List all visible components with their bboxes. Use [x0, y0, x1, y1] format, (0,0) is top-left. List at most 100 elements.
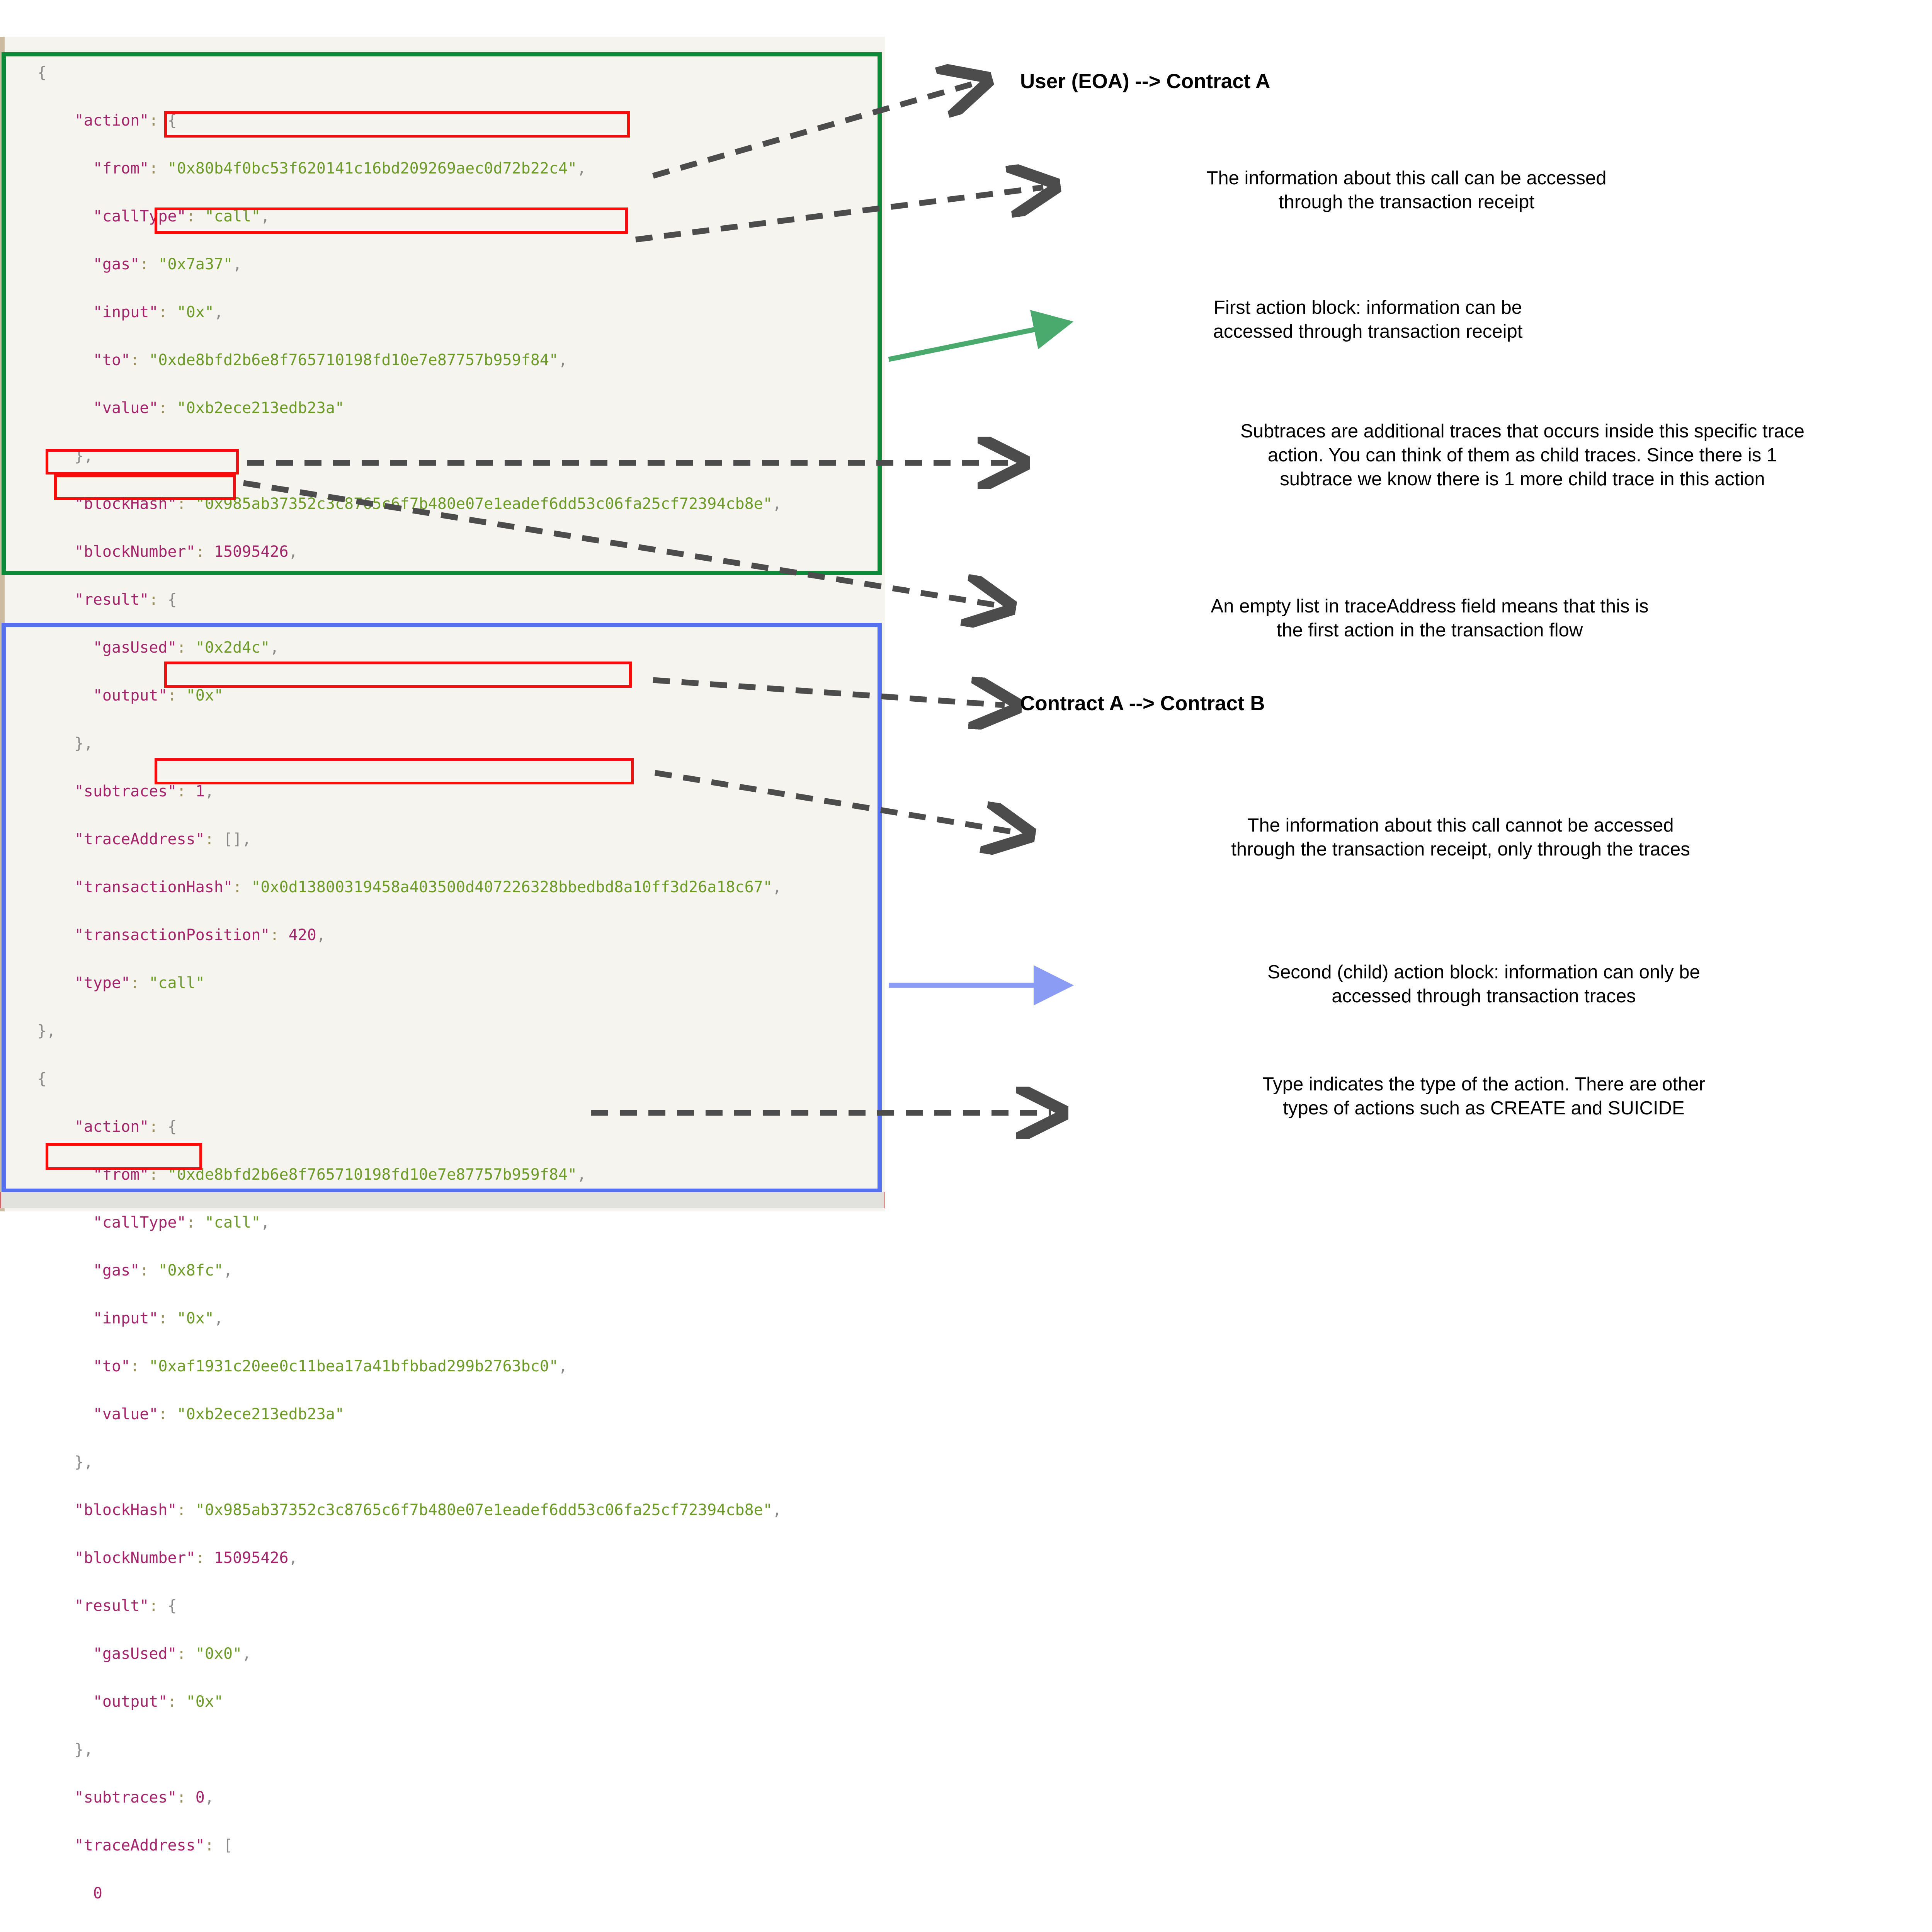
code-line: "type": "call"	[74, 974, 205, 992]
value-subtraces-2: 0	[195, 1789, 205, 1806]
code-line: "subtraces": 0,	[74, 1789, 214, 1806]
key-result-2: "result"	[74, 1597, 149, 1615]
code-line: "input": "0x",	[93, 303, 223, 321]
value-gasUsed-2: "0x0"	[195, 1645, 242, 1663]
arrow-no-receipt-note	[654, 770, 1018, 833]
value-callType-2: "call"	[204, 1214, 261, 1231]
code-line: "from": "0x80b4f0bc53f620141c16bd209269a…	[93, 160, 587, 177]
note-first-action-block: First action block: information can be a…	[1059, 296, 1677, 344]
note-no-receipt-line1: The information about this call cannot b…	[1247, 815, 1674, 836]
key-from: "from"	[93, 160, 149, 177]
key-output-2: "output"	[93, 1693, 168, 1711]
key-gasUsed-2: "gasUsed"	[93, 1645, 177, 1663]
code-line: "callType": "call",	[93, 207, 270, 225]
note-subtraces-line2: action. You can think of them as child t…	[1267, 445, 1777, 466]
note-subtraces: Subtraces are additional traces that occ…	[981, 419, 1932, 491]
value-output: "0x"	[186, 687, 223, 704]
code-line: },	[0, 1019, 885, 1043]
code-line: "result": {	[74, 591, 177, 609]
note-empty-list-line2: the first action in the transaction flow	[1276, 620, 1583, 641]
note-type-line1: Type indicates the type of the action. T…	[1262, 1074, 1705, 1095]
key-input-2: "input"	[93, 1310, 158, 1327]
arrow-to-receipt-note	[635, 187, 1043, 243]
code-line: "blockNumber": 15095426,	[74, 1549, 298, 1567]
code-line: {	[0, 61, 885, 85]
note-no-receipt-access: The information about this call cannot b…	[1016, 813, 1905, 861]
code-line: "to": "0xde8bfd2b6e8f765710198fd10e7e877…	[93, 351, 568, 369]
diagram-canvas: { "action": { "from": "0x80b4f0bc53f6201…	[0, 37, 1932, 1902]
value-blockNumber: 15095426	[214, 543, 289, 561]
note-second-action-line2: accessed through transaction traces	[1332, 986, 1636, 1007]
brace: {	[167, 591, 177, 609]
code-line: "transactionPosition": 420,	[74, 926, 326, 944]
result-close: },	[74, 735, 93, 752]
code-line: "blockHash": "0x985ab37352c3c8765c6f7b48…	[74, 1501, 782, 1519]
key-subtraces: "subtraces"	[74, 782, 177, 800]
key-blockNumber-2: "blockNumber"	[74, 1549, 196, 1567]
code-line: "input": "0x",	[93, 1310, 223, 1327]
note-contract-a-to-contract-b: Contract A --> Contract B	[1020, 692, 1265, 715]
code-line: "to": "0xaf1931c20ee0c11bea17a41bfbbad29…	[93, 1357, 568, 1375]
key-to: "to"	[93, 351, 131, 369]
code-line: "traceAddress": [	[74, 1837, 233, 1854]
key-gasUsed: "gasUsed"	[93, 639, 177, 656]
brace: {	[167, 1597, 177, 1615]
code-line: },	[0, 1450, 885, 1474]
value-input: "0x"	[177, 303, 214, 321]
value-output-2: "0x"	[186, 1693, 223, 1711]
code-line: "output": "0x"	[93, 687, 223, 704]
key-type: "type"	[74, 974, 131, 992]
brace: {	[167, 1118, 177, 1136]
action-close-2: },	[74, 1453, 93, 1471]
code-line: "blockNumber": 15095426,	[74, 543, 298, 561]
code-panel-bottom-strip	[0, 1192, 885, 1208]
key-traceAddress: "traceAddress"	[74, 830, 205, 848]
code-line: "value": "0xb2ece213edb23a"	[93, 399, 345, 417]
result-close-2: },	[74, 1741, 93, 1759]
key-callType-2: "callType"	[93, 1214, 186, 1231]
code-line: "value": "0xb2ece213edb23a"	[93, 1405, 345, 1423]
value-from-2: "0xde8bfd2b6e8f765710198fd10e7e87757b959…	[167, 1166, 577, 1184]
note-user-eoa-contract-a: User (EOA) --> Contract A	[1020, 70, 1270, 93]
code-line: "callType": "call",	[93, 1214, 270, 1231]
key-transactionPosition: "transactionPosition"	[74, 926, 270, 944]
value-input-2: "0x"	[177, 1310, 214, 1327]
arrow-first-action-block	[888, 310, 1074, 362]
value-transactionHash: "0x0d13800319458a403500d407226328bbedbd8…	[251, 878, 772, 896]
key-action-2: "action"	[74, 1118, 149, 1136]
code-line: "transactionHash": "0x0d13800319458a4035…	[74, 878, 782, 896]
note-first-action-line2: accessed through transaction receipt	[1213, 321, 1523, 342]
note-subtraces-line1: Subtraces are additional traces that occ…	[1240, 421, 1804, 442]
value-value-2: "0xb2ece213edb23a"	[177, 1405, 345, 1423]
note-empty-list-line1: An empty list in traceAddress field mean…	[1211, 596, 1649, 617]
code-line: 0	[0, 1881, 885, 1905]
key-subtraces-2: "subtraces"	[74, 1789, 177, 1806]
json-open-brace-2: {	[37, 1070, 47, 1088]
key-value-2: "value"	[93, 1405, 158, 1423]
note-first-action-line1: First action block: information can be	[1214, 297, 1522, 318]
code-line: "gasUsed": "0x0",	[93, 1645, 252, 1663]
code-line: "gas": "0x8fc",	[93, 1262, 233, 1279]
key-output: "output"	[93, 687, 168, 704]
code-line: },	[0, 1738, 885, 1762]
value-gas-2: "0x8fc"	[158, 1262, 223, 1279]
code-line: ],	[0, 1929, 885, 1932]
value-callType: "call"	[204, 207, 261, 225]
traceAddress-open: [	[223, 1837, 233, 1854]
value-gasUsed: "0x2d4c"	[195, 639, 270, 656]
value-from: "0x80b4f0bc53f620141c16bd209269aec0d72b2…	[167, 160, 577, 177]
code-line: "action": {	[74, 112, 177, 129]
code-line: "gas": "0x7a37",	[93, 255, 242, 273]
value-type: "call"	[149, 974, 205, 992]
key-value: "value"	[93, 399, 158, 417]
code-line: "gasUsed": "0x2d4c",	[93, 639, 279, 656]
note-type-field: Type indicates the type of the action. T…	[1059, 1072, 1909, 1120]
note-receipt-access-line1: The information about this call can be a…	[1206, 168, 1607, 189]
code-line: "subtraces": 1,	[74, 782, 214, 800]
note-type-line2: types of actions such as CREATE and SUIC…	[1283, 1098, 1685, 1119]
code-line: "traceAddress": [],	[74, 830, 252, 848]
key-transactionHash: "transactionHash"	[74, 878, 233, 896]
note-empty-trace-address: An empty list in traceAddress field mean…	[1005, 594, 1855, 642]
code-line: "output": "0x"	[93, 1693, 223, 1711]
note-no-receipt-line2: through the transaction receipt, only th…	[1231, 839, 1690, 860]
